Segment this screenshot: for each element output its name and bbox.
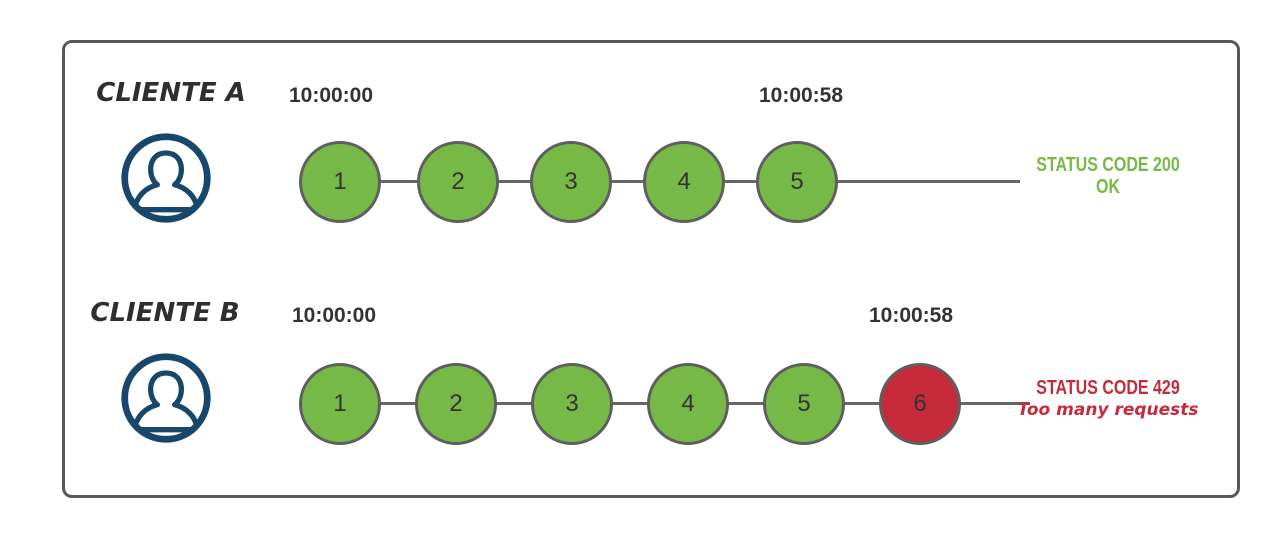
request-number: 6 [913, 390, 927, 417]
request-node: 3 [530, 141, 612, 223]
request-node: 5 [763, 363, 845, 445]
client-a-label: CLIENTE A [96, 78, 246, 108]
request-node: 4 [643, 141, 725, 223]
request-number: 1 [333, 168, 347, 195]
request-node: 4 [647, 363, 729, 445]
status-code-text: STATUS CODE 200 [1036, 154, 1180, 176]
status-message-text: OK [1096, 176, 1120, 198]
row-b-status: STATUS CODE 429 Too many requests [998, 377, 1218, 421]
row-a-status: STATUS CODE 200 OK [998, 154, 1218, 198]
request-number: 5 [790, 168, 804, 195]
request-node: 5 [756, 141, 838, 223]
request-number: 2 [451, 168, 465, 195]
row-b-end-timestamp: 10:00:58 [868, 304, 954, 327]
request-number: 4 [677, 168, 691, 195]
request-number: 1 [333, 390, 347, 417]
request-node: 1 [299, 141, 381, 223]
status-message-text: Too many requests [1017, 400, 1199, 420]
request-number: 3 [565, 390, 579, 417]
request-number: 3 [564, 168, 578, 195]
request-node: 3 [531, 363, 613, 445]
request-node: 2 [415, 363, 497, 445]
row-a-end-timestamp: 10:00:58 [758, 84, 844, 107]
diagram-frame [62, 40, 1240, 498]
user-avatar-icon [118, 130, 214, 226]
request-node: 1 [299, 363, 381, 445]
row-a-start-timestamp: 10:00:00 [288, 84, 374, 107]
row-b-start-timestamp: 10:00:00 [291, 304, 377, 327]
client-b-label: CLIENTE B [90, 298, 240, 328]
request-node: 2 [417, 141, 499, 223]
user-avatar-icon [118, 350, 214, 446]
status-code-text: STATUS CODE 429 [1036, 377, 1180, 399]
request-number: 2 [449, 390, 463, 417]
request-node-rejected: 6 [879, 363, 961, 445]
request-number: 5 [797, 390, 811, 417]
request-number: 4 [681, 390, 695, 417]
